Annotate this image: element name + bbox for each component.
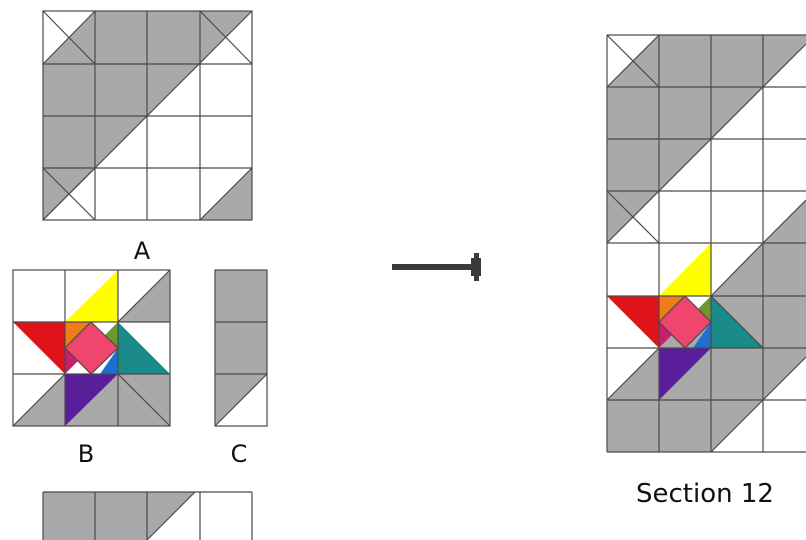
magenta-triangle: [65, 348, 78, 374]
section-blue-triangle: [693, 322, 711, 348]
block-d-grid: [42, 491, 253, 540]
block-d-gray-fill: [43, 492, 195, 540]
block-a-grid: [42, 10, 253, 221]
block-b: B: [12, 269, 171, 468]
section-yellow-triangle: [659, 243, 711, 296]
section-green-triangle: [698, 296, 711, 322]
block-d-partial: [42, 491, 253, 540]
block-c-gray-fill: [215, 270, 267, 426]
block-c-grid: [214, 269, 268, 427]
blue-triangle: [100, 348, 118, 374]
block-b-grid: [12, 269, 171, 427]
yellow-triangle: [65, 270, 118, 322]
green-triangle: [105, 322, 118, 348]
section-grid: [606, 34, 806, 453]
red-triangle: [13, 322, 65, 374]
label-c: C: [231, 440, 248, 468]
label-b: B: [78, 440, 94, 468]
label-a: A: [134, 237, 151, 265]
purple-triangle: [65, 374, 118, 426]
section-red-triangle: [607, 296, 659, 348]
teal-triangle: [118, 322, 170, 374]
section-12-block: Section 12: [606, 34, 806, 509]
block-c: C: [214, 269, 268, 468]
arrow-icon: [392, 253, 481, 281]
section-title: Section 12: [636, 479, 774, 509]
section-magenta-triangle: [659, 322, 672, 348]
block-a: A: [42, 10, 253, 265]
section-purple-triangle: [659, 348, 711, 400]
